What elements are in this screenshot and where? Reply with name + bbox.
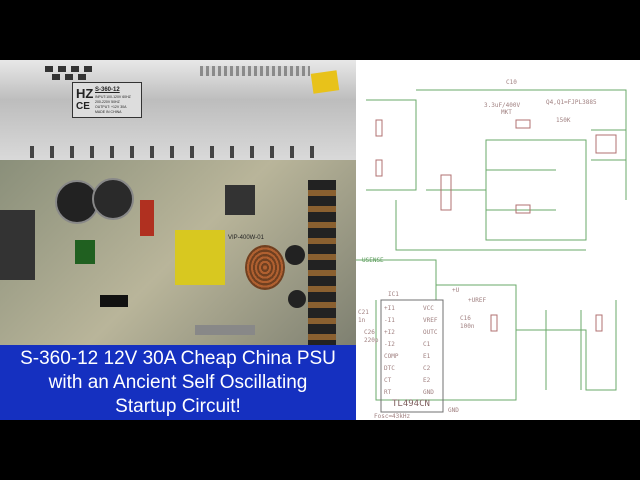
svg-text:CT: CT bbox=[384, 377, 392, 384]
gnd-label: GND bbox=[448, 407, 459, 414]
ic-name: IC1 bbox=[388, 291, 399, 298]
svg-text:C2: C2 bbox=[423, 365, 431, 372]
brand: HZ bbox=[76, 86, 94, 101]
title-line-1: S-360-12 12V 30A Cheap China PSU bbox=[20, 348, 336, 369]
ic-pins-left: +I1 -I1 +I2 -I2 COMP DTC CT RT bbox=[384, 305, 399, 396]
svg-text:+I1: +I1 bbox=[384, 305, 395, 312]
svg-text:VREF: VREF bbox=[423, 317, 438, 324]
label-output: OUTPUT: +12V 30A bbox=[95, 105, 127, 109]
title-banner: S-360-12 12V 30A Cheap China PSU with an… bbox=[0, 345, 356, 420]
svg-text:C1: C1 bbox=[423, 341, 431, 348]
capacitor bbox=[55, 180, 99, 224]
transformer bbox=[75, 240, 95, 264]
title-line-2: with an Ancient Self Oscillating bbox=[48, 372, 308, 393]
vcc-label: +U bbox=[452, 287, 460, 294]
label-origin: MADE IN CHINA bbox=[95, 110, 122, 114]
input-connector bbox=[0, 210, 35, 280]
inductor bbox=[245, 245, 285, 290]
resistor-value: 150K bbox=[556, 117, 571, 124]
svg-text:DTC: DTC bbox=[384, 365, 395, 372]
ic-part: TL494CN bbox=[392, 399, 430, 409]
pcb: VIP-400W-01 bbox=[0, 160, 356, 350]
output-terminals bbox=[308, 180, 336, 350]
board-name: VIP-400W-01 bbox=[228, 235, 264, 241]
schematic-drawing: C10 3.3uF/400V MKT Q4,Q1=FJPL3885 150K U… bbox=[356, 79, 627, 420]
transistor-note: Q4,Q1=FJPL3885 bbox=[546, 99, 597, 106]
fosc-label: Fosc=43kHz bbox=[374, 413, 411, 420]
c10-value: 3.3uF/400V bbox=[484, 102, 521, 109]
svg-text:E2: E2 bbox=[423, 377, 431, 384]
ic-pins-right: VCC VREF OUTC C1 E1 C2 E2 GND bbox=[423, 305, 438, 396]
capacitor bbox=[285, 245, 305, 265]
c21-label: C21 bbox=[358, 309, 369, 316]
title-line-3: Startup Circuit! bbox=[115, 396, 241, 417]
schematic: C10 3.3uF/400V MKT Q4,Q1=FJPL3885 150K U… bbox=[356, 60, 640, 420]
schematic-components bbox=[375, 119, 617, 413]
svg-text:OUTC: OUTC bbox=[423, 329, 438, 336]
ic bbox=[100, 295, 128, 307]
c10-type: MKT bbox=[501, 109, 512, 116]
label-input-2: 200-220V 50HZ bbox=[95, 100, 120, 104]
schematic-wires bbox=[356, 89, 627, 401]
letterbox-top bbox=[0, 0, 640, 60]
label-input-1: INPUT:100-120V 60HZ bbox=[95, 95, 131, 99]
svg-text:COMP: COMP bbox=[384, 353, 399, 360]
svg-text:+I2: +I2 bbox=[384, 329, 395, 336]
capacitor bbox=[288, 290, 306, 308]
ce-mark: CE bbox=[76, 101, 90, 112]
model: S-360-12 bbox=[95, 87, 120, 93]
c16-value: 100n bbox=[460, 323, 475, 330]
c26-label: C26 bbox=[364, 329, 375, 336]
main-transformer bbox=[175, 230, 225, 285]
letterbox-bottom bbox=[0, 420, 640, 480]
c10-label: C10 bbox=[506, 79, 517, 86]
heatsink bbox=[195, 325, 255, 335]
psu-label: HZ S-360-12 CE INPUT:100-120V 60HZ 200-2… bbox=[72, 82, 142, 118]
small-transformer bbox=[225, 185, 255, 215]
usense-label: USENSE bbox=[362, 257, 384, 264]
c16-label: C16 bbox=[460, 315, 471, 322]
svg-text:GND: GND bbox=[423, 389, 434, 396]
psu-photo: HZ S-360-12 CE INPUT:100-120V 60HZ 200-2… bbox=[0, 60, 356, 420]
resistor bbox=[140, 200, 154, 236]
svg-text:E1: E1 bbox=[423, 353, 431, 360]
svg-text:VCC: VCC bbox=[423, 305, 434, 312]
svg-text:RT: RT bbox=[384, 389, 392, 396]
vref-label: +UREF bbox=[468, 297, 486, 304]
svg-text:-I2: -I2 bbox=[384, 341, 395, 348]
psu-case: HZ S-360-12 CE INPUT:100-120V 60HZ 200-2… bbox=[0, 60, 356, 160]
warning-sticker bbox=[310, 70, 340, 94]
capacitor bbox=[92, 178, 134, 220]
c21-value: 1n bbox=[358, 317, 366, 324]
c26-value: 220p bbox=[364, 337, 379, 344]
svg-text:-I1: -I1 bbox=[384, 317, 395, 324]
